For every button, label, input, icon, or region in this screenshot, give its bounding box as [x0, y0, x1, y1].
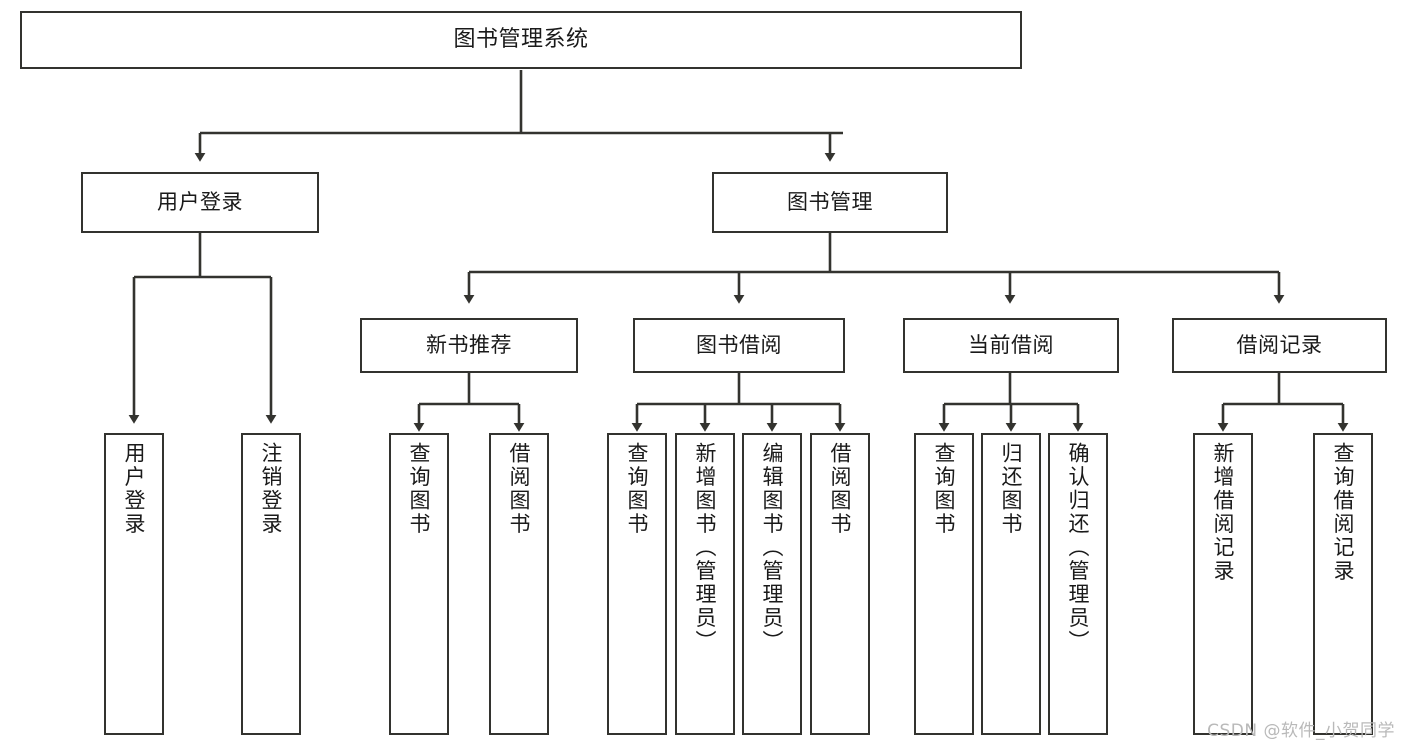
leaf-add-book-admin[interactable]: 新增图书（管理员） [675, 433, 735, 735]
node-user-login-label: 用户登录 [157, 189, 243, 214]
leaf-edit-book-admin-label: 编辑图书（管理员） [760, 442, 785, 654]
leaf-add-borrow-record[interactable]: 新增借阅记录 [1193, 433, 1253, 735]
leaf-query-book-2[interactable]: 查询图书 [607, 433, 667, 735]
leaf-return-book-label: 归还图书 [999, 442, 1024, 536]
node-current-borrow-label: 当前借阅 [968, 332, 1054, 357]
node-book-manage-label: 图书管理 [787, 189, 873, 214]
leaf-query-borrow-record[interactable]: 查询借阅记录 [1313, 433, 1373, 735]
leaf-confirm-return-admin-label: 确认归还（管理员） [1066, 442, 1091, 654]
leaf-query-book-2-label: 查询图书 [625, 442, 650, 536]
node-user-login[interactable]: 用户登录 [81, 172, 319, 233]
leaf-borrow-book-2[interactable]: 借阅图书 [810, 433, 870, 735]
node-borrow-record-label: 借阅记录 [1236, 332, 1323, 357]
node-root-label: 图书管理系统 [453, 26, 589, 52]
node-book-manage[interactable]: 图书管理 [712, 172, 948, 233]
leaf-query-book-3[interactable]: 查询图书 [914, 433, 974, 735]
leaf-query-book-1-label: 查询图书 [407, 442, 432, 536]
leaf-logout-login[interactable]: 注销登录 [241, 433, 301, 735]
leaf-user-login-label: 用户登录 [122, 442, 147, 536]
leaf-logout-login-label: 注销登录 [259, 442, 284, 536]
node-root[interactable]: 图书管理系统 [20, 11, 1022, 69]
leaf-edit-book-admin[interactable]: 编辑图书（管理员） [742, 433, 802, 735]
leaf-add-borrow-record-label: 新增借阅记录 [1211, 442, 1236, 583]
node-current-borrow[interactable]: 当前借阅 [903, 318, 1119, 373]
leaf-confirm-return-admin[interactable]: 确认归还（管理员） [1048, 433, 1108, 735]
node-new-book-recommend[interactable]: 新书推荐 [360, 318, 578, 373]
leaf-user-login[interactable]: 用户登录 [104, 433, 164, 735]
node-borrow-record[interactable]: 借阅记录 [1172, 318, 1387, 373]
node-new-book-recommend-label: 新书推荐 [426, 332, 512, 357]
leaf-borrow-book-1-label: 借阅图书 [507, 442, 532, 536]
node-book-borrow-label: 图书借阅 [696, 332, 782, 357]
leaf-borrow-book-1[interactable]: 借阅图书 [489, 433, 549, 735]
leaf-query-borrow-record-label: 查询借阅记录 [1331, 442, 1356, 583]
leaf-query-book-1[interactable]: 查询图书 [389, 433, 449, 735]
watermark-text: CSDN @软件_小贺同学 [1207, 721, 1395, 741]
leaf-return-book[interactable]: 归还图书 [981, 433, 1041, 735]
leaf-add-book-admin-label: 新增图书（管理员） [693, 442, 718, 654]
node-book-borrow[interactable]: 图书借阅 [633, 318, 845, 373]
leaf-query-book-3-label: 查询图书 [932, 442, 957, 536]
leaf-borrow-book-2-label: 借阅图书 [828, 442, 853, 536]
